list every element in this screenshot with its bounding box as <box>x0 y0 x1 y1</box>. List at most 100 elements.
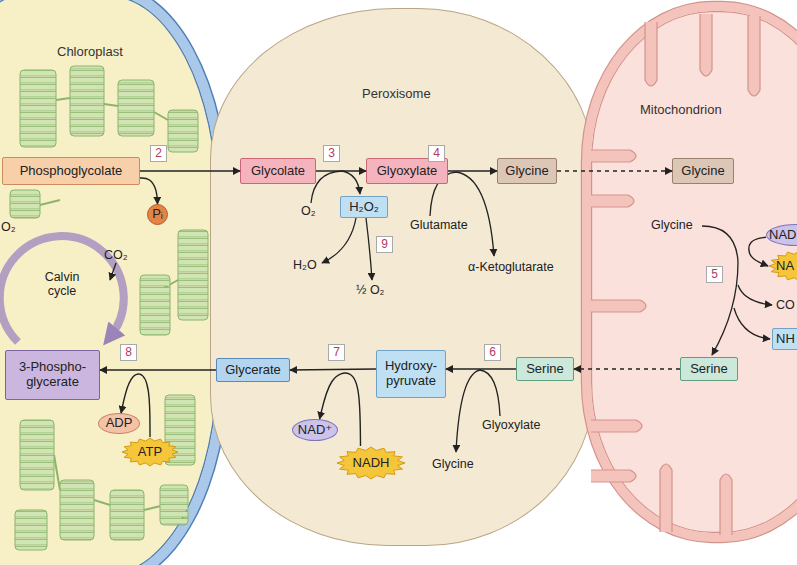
node-label: ADP <box>106 416 133 431</box>
reaction-arrow <box>140 170 240 171</box>
node-label: NADH <box>353 456 390 471</box>
metabolite-box: H₂O₂ <box>340 196 388 218</box>
reaction-arrow <box>140 178 158 204</box>
metabolite-box: Glycine <box>672 158 734 184</box>
cycle-label: Calvin cycle <box>34 270 90 299</box>
metabolite-label: Glycine <box>432 457 474 471</box>
reaction-arrow <box>446 368 516 369</box>
metabolite-label: H₂O <box>293 258 317 272</box>
transport-arrow <box>557 170 672 171</box>
callout-number: 5 <box>706 266 723 283</box>
crista <box>591 195 634 207</box>
callout-number: 4 <box>428 145 445 162</box>
metabolite-box: Glycerate <box>216 358 290 382</box>
starburst-shape <box>769 251 797 281</box>
cofactor-oval: NAD <box>766 224 797 246</box>
crista <box>720 474 732 535</box>
metabolite-label: α-Ketoglutarate <box>468 260 554 274</box>
node-label: 3-Phospho- glycerate <box>6 360 99 390</box>
node-label: NA <box>776 259 794 274</box>
reaction-arrow <box>100 369 216 370</box>
callout-number: 9 <box>376 236 393 253</box>
cofactor-oval: NAD⁺ <box>292 419 338 441</box>
reaction-arrow <box>320 373 361 446</box>
granum <box>70 66 104 136</box>
granum <box>20 70 56 147</box>
granum <box>10 190 40 218</box>
node-label: H₂O₂ <box>349 200 379 215</box>
cofactor-starburst: NADH <box>336 446 406 480</box>
node-label: NAD <box>769 228 796 243</box>
reaction-arrow <box>316 170 366 171</box>
node-label: Phosphoglycolate <box>20 164 123 179</box>
starburst-shape <box>337 447 405 479</box>
metabolite-label: CO <box>776 298 795 312</box>
cofactor-oval: ADP <box>98 413 140 434</box>
node-label: Glycine <box>505 164 548 179</box>
node-label: ATP <box>138 445 162 460</box>
granum <box>20 420 54 490</box>
granum <box>168 110 198 152</box>
callout-number: 3 <box>323 145 340 162</box>
crista <box>591 420 642 432</box>
granum <box>178 230 208 320</box>
metabolite-label: ½ O₂ <box>356 283 384 297</box>
node-label: Serine <box>690 362 728 377</box>
node-label: Pᵢ <box>152 207 163 222</box>
node-label: Glycine <box>681 164 724 179</box>
reaction-arrow <box>749 237 768 266</box>
mitochondrion: MitochondrionGlycineNAD NA NH Serine <box>582 2 797 542</box>
organelle-title: Chloroplast <box>57 44 123 59</box>
reaction-arrow <box>290 368 376 370</box>
metabolite-box: Glycine <box>497 158 557 184</box>
organelle-title: Peroxisome <box>362 86 431 101</box>
metabolite-box: Glycolate <box>240 158 316 184</box>
reaction-arrow <box>448 170 497 171</box>
granum <box>118 80 154 136</box>
node-label: Serine <box>526 362 564 377</box>
granum <box>160 485 188 525</box>
cofactor-starburst: NA <box>768 250 797 282</box>
crista <box>700 14 712 76</box>
node-label: NAD⁺ <box>298 423 332 438</box>
phosphate-circle: Pᵢ <box>147 204 168 225</box>
granum <box>140 275 170 335</box>
crista <box>591 470 636 482</box>
product-box: NH <box>772 328 797 350</box>
metabolite-label: O₂ <box>301 204 316 218</box>
crista <box>748 16 760 96</box>
crista <box>645 22 657 86</box>
metabolite-box: Phosphoglycolate <box>2 157 140 185</box>
crista <box>591 300 646 312</box>
cofactor-starburst: ATP <box>121 437 179 467</box>
metabolite-label: CO₂ <box>104 248 128 262</box>
crista <box>591 150 636 162</box>
callout-number: 7 <box>328 344 345 361</box>
transport-arrow <box>574 368 680 369</box>
metabolite-label: Glycine <box>651 218 693 232</box>
node-label: Glyoxylate <box>377 164 438 179</box>
metabolite-label: Glutamate <box>410 218 468 232</box>
reaction-arrow <box>121 374 150 437</box>
node-label: Hydroxy- pyruvate <box>377 359 445 389</box>
metabolite-box: Hydroxy- pyruvate <box>376 350 446 398</box>
node-label: NH <box>776 332 795 347</box>
metabolite-label: Glyoxylate <box>482 418 540 432</box>
granum <box>60 480 94 540</box>
granum <box>15 510 47 550</box>
metabolite-box: Serine <box>680 357 738 381</box>
callout-number: 6 <box>484 344 501 361</box>
callout-number: 8 <box>120 344 137 361</box>
organelle-title: Mitochondrion <box>640 102 722 117</box>
granum <box>110 490 144 540</box>
starburst-shape <box>122 438 178 466</box>
metabolite-label: O₂ <box>1 220 16 234</box>
peroxisome: PeroxisomeGlycolateGlyoxylateGlycineH₂O₂… <box>210 8 595 546</box>
metabolite-box: 3-Phospho- glycerate <box>5 350 100 400</box>
node-label: Glycolate <box>251 164 305 179</box>
crista <box>660 464 672 532</box>
node-label: Glycerate <box>225 363 281 378</box>
callout-number: 2 <box>150 145 167 162</box>
